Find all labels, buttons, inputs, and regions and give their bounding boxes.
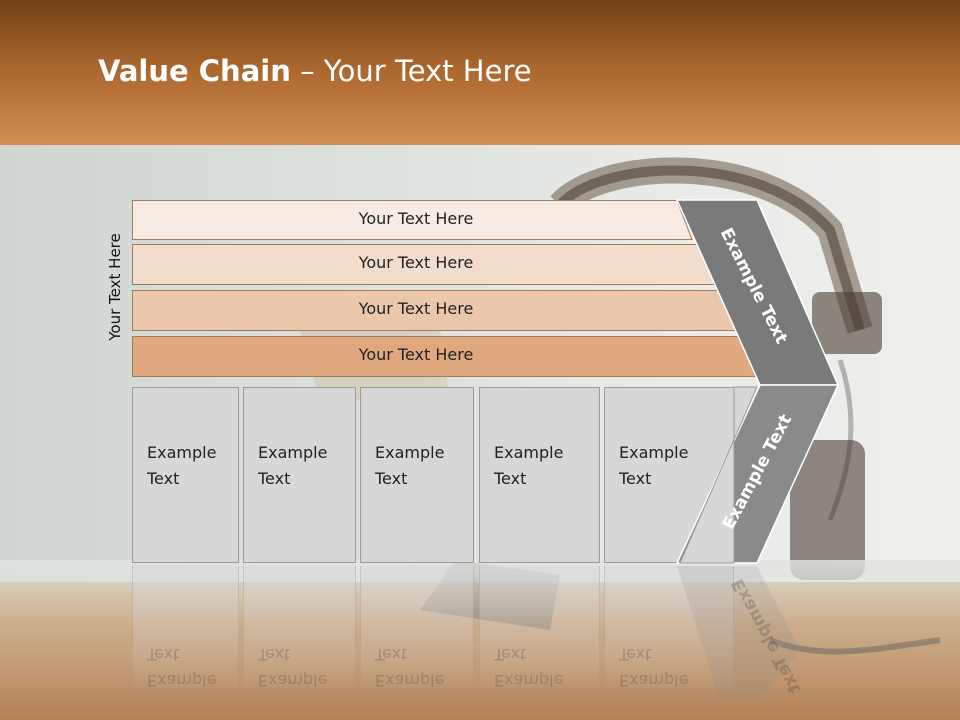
- chevron-reflection: [677, 566, 800, 700]
- band-4-label: Your Text Here: [358, 345, 474, 364]
- title-bold: Value Chain: [98, 54, 291, 88]
- band-2-label: Your Text Here: [358, 253, 474, 272]
- header-banner: [0, 0, 960, 145]
- band-3-label: Your Text Here: [358, 299, 474, 318]
- page-title: Value Chain – Your Text Here: [98, 54, 532, 88]
- chevron-lower-edge: [679, 386, 758, 564]
- band-1-label: Your Text Here: [358, 209, 474, 228]
- band-1-shape: [132, 200, 693, 240]
- title-rest: – Your Text Here: [290, 54, 532, 88]
